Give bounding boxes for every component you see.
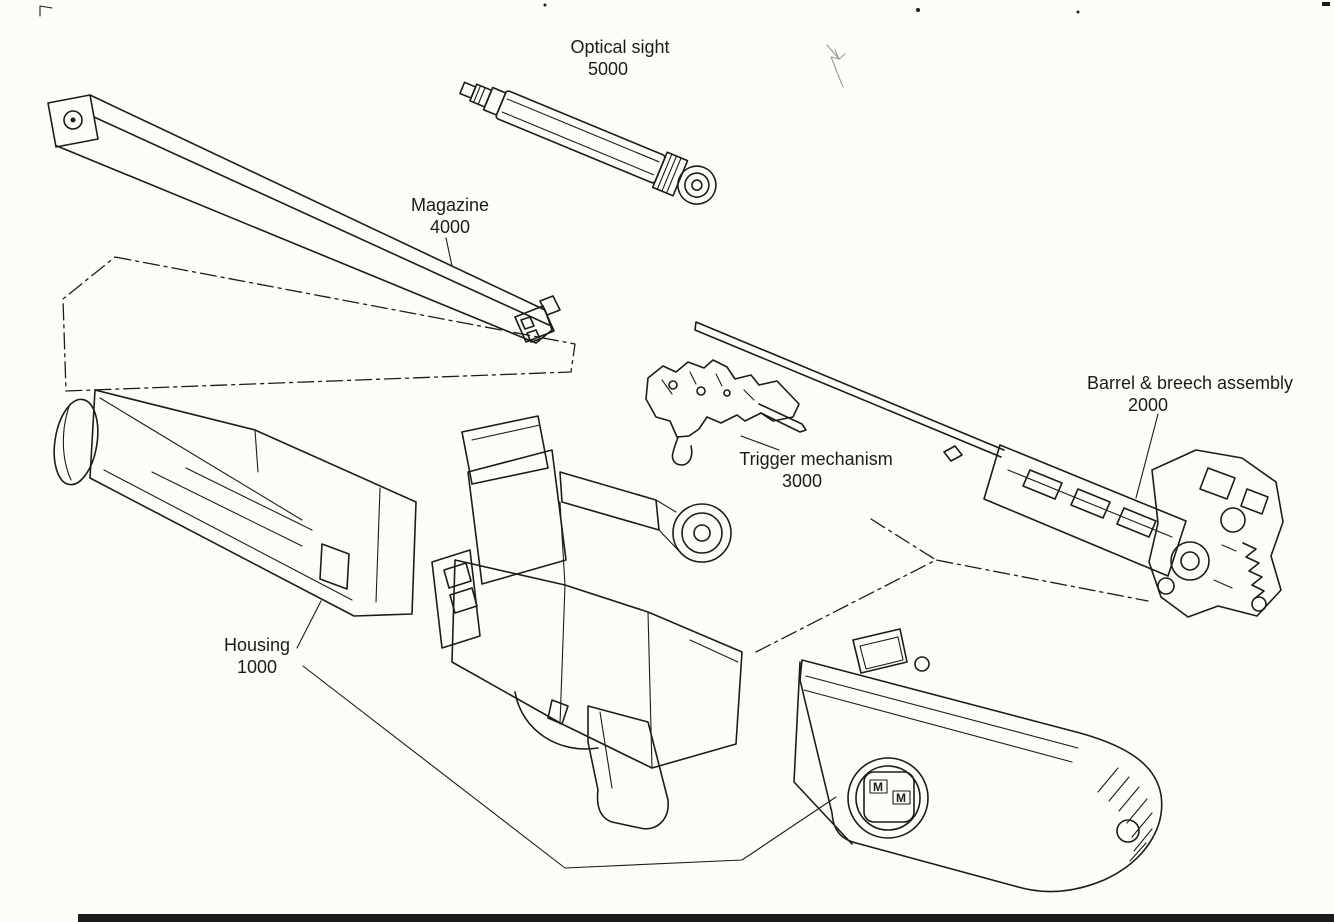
dial-letter-m-left: M — [873, 780, 883, 794]
part-number-optical-sight: 5000 — [587, 59, 629, 79]
part-name-barrel-breech-assembly: Barrel & breech assembly — [1086, 373, 1294, 393]
label-barrel-breech-assembly: Barrel & breech assembly 2000 — [1087, 372, 1293, 416]
housing-shell-drawing: M M — [793, 628, 1163, 893]
trigger-mechanism-drawing — [645, 359, 807, 466]
part-number-housing: 1000 — [236, 657, 278, 677]
part-name-magazine: Magazine — [410, 195, 490, 215]
part-name-trigger-mechanism: Trigger mechanism — [739, 449, 893, 469]
alignment-lines — [755, 518, 1149, 653]
part-name-optical-sight: Optical sight — [570, 37, 670, 57]
receiver-drawing — [431, 415, 743, 830]
housing-stock-drawing — [53, 389, 417, 617]
leader-lines — [296, 237, 1159, 869]
dial-letter-m-right: M — [896, 791, 906, 805]
label-trigger-mechanism: Trigger mechanism 3000 — [739, 448, 892, 492]
part-name-housing: Housing — [223, 635, 291, 655]
label-housing: Housing 1000 — [224, 634, 290, 678]
part-number-magazine: 4000 — [429, 217, 471, 237]
part-number-barrel-breech-assembly: 2000 — [1127, 395, 1169, 415]
barrel-breech-drawing — [694, 321, 1284, 618]
magazine-drawing — [47, 94, 576, 392]
label-optical-sight: Optical sight 5000 — [570, 36, 669, 80]
label-magazine: Magazine 4000 — [411, 194, 489, 238]
optical-sight-drawing — [459, 81, 717, 205]
part-number-trigger-mechanism: 3000 — [781, 471, 823, 491]
scan-artifacts — [39, 2, 1334, 922]
